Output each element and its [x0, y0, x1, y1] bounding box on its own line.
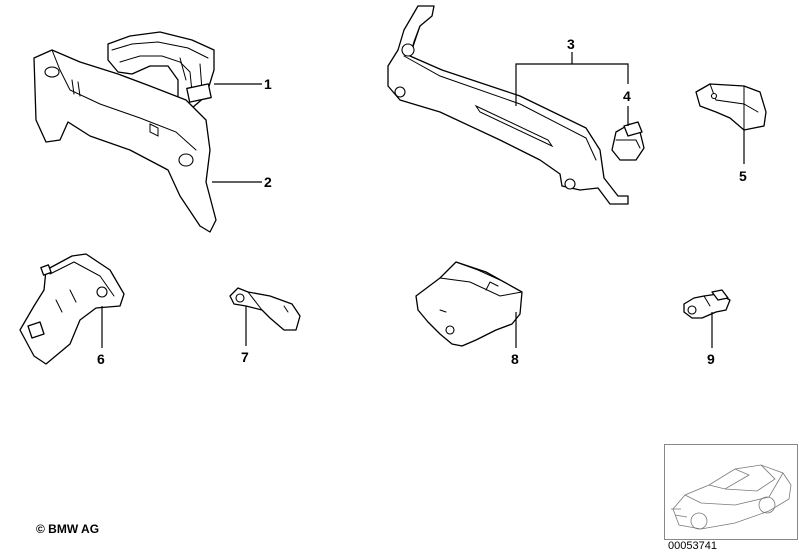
part-3-strap	[387, 5, 629, 205]
callout-3: 3	[567, 36, 575, 52]
callout-4: 4	[623, 88, 631, 104]
callout-7: 7	[241, 349, 249, 365]
part-5-bracket	[695, 83, 767, 131]
part-9-clip	[683, 289, 731, 319]
part-8-saddle	[415, 261, 523, 347]
part-4-clip	[611, 121, 645, 161]
callout-6: 6	[97, 351, 105, 367]
callout-8: 8	[511, 351, 519, 367]
callout-1: 1	[264, 76, 272, 92]
part-1-2-bracket-assembly	[33, 31, 217, 233]
callout-2: 2	[264, 174, 272, 190]
callout-9: 9	[707, 351, 715, 367]
part-7-tab	[229, 287, 301, 331]
part-6-bracket	[19, 253, 125, 365]
leader-lines	[101, 52, 745, 348]
document-number: 00053741	[668, 540, 717, 552]
bmw-car-thumbnail-icon	[671, 464, 792, 530]
callout-5: 5	[739, 168, 747, 184]
copyright-notice: © BMW AG	[36, 522, 100, 536]
car-thumbnail	[664, 444, 798, 540]
